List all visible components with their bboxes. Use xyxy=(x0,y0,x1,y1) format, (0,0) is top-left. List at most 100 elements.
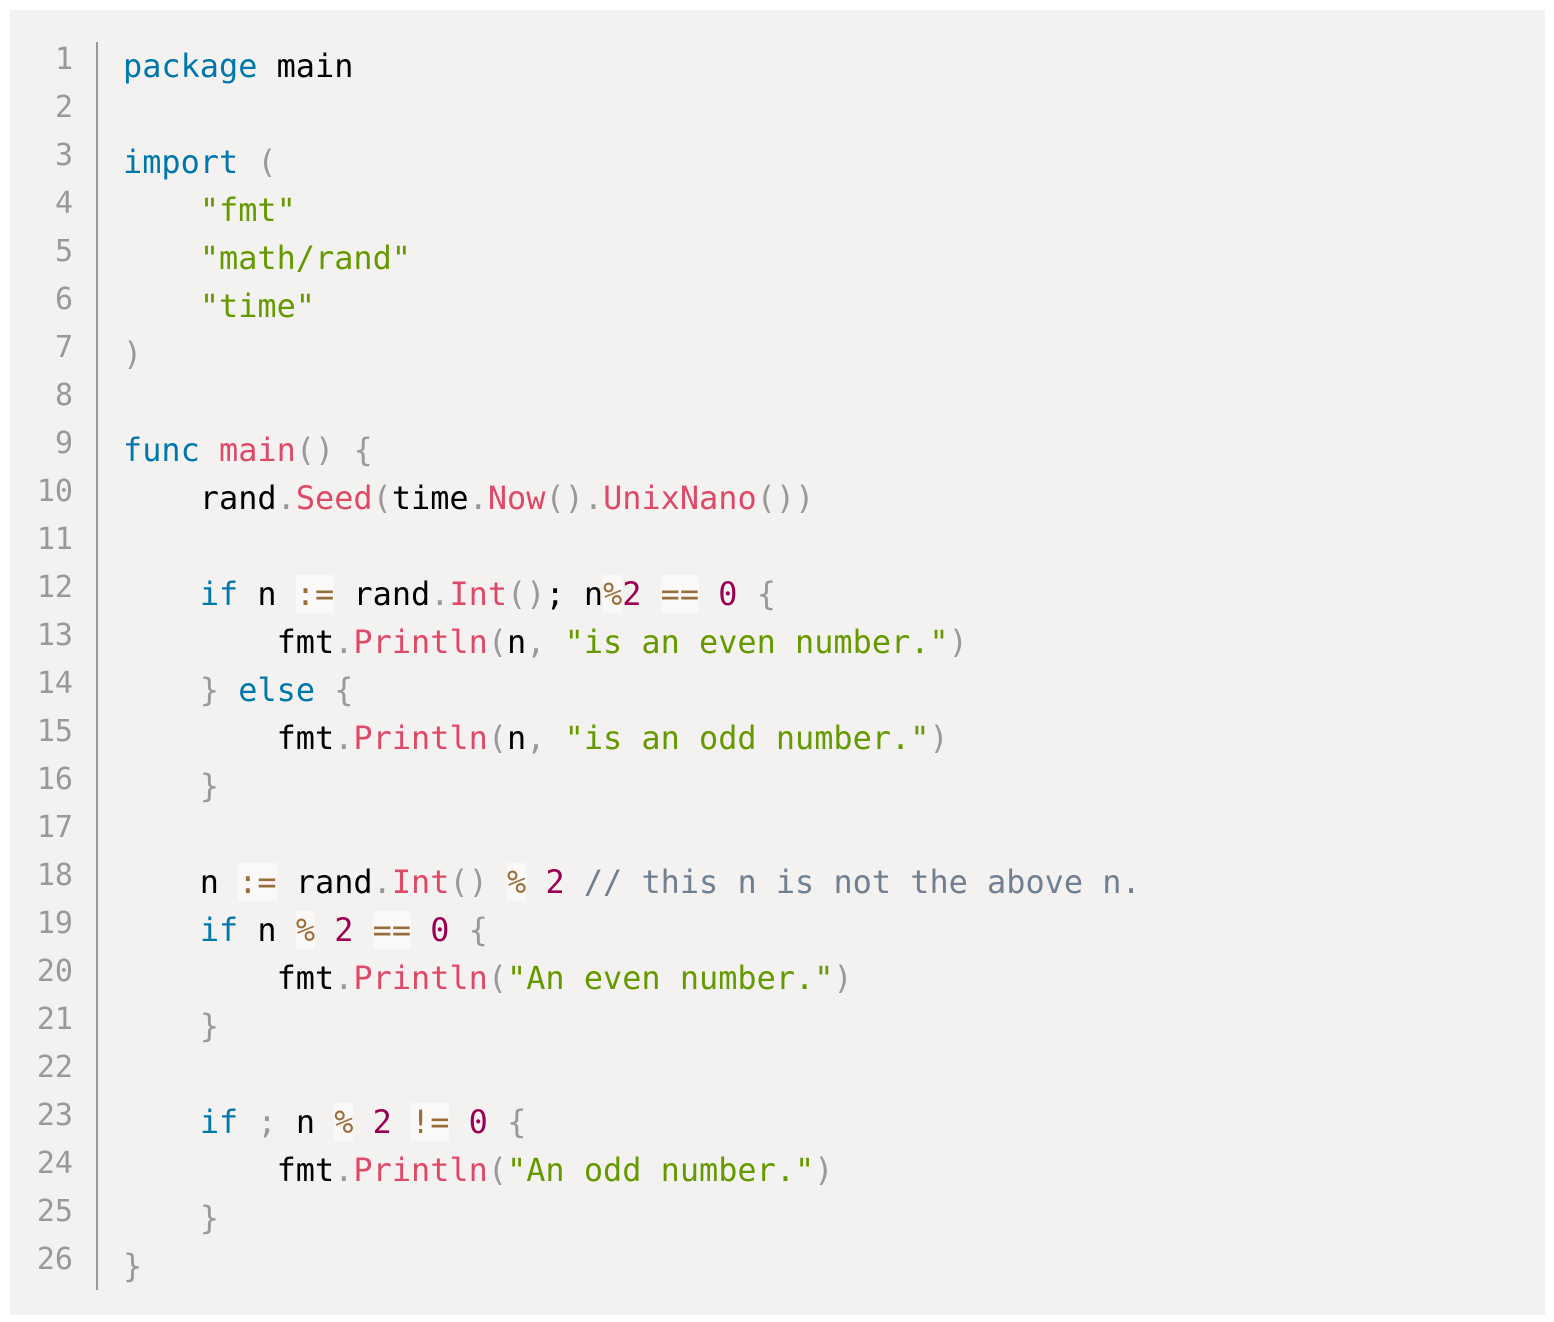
token-punctuation: . xyxy=(334,1151,354,1189)
token-plain xyxy=(123,1199,200,1237)
token-plain: time xyxy=(391,479,469,517)
code-line: "math/rand" xyxy=(123,234,1141,282)
token-punctuation: { xyxy=(507,1103,527,1141)
token-plain xyxy=(526,863,545,901)
token-punctuation: ( xyxy=(487,959,508,997)
code-line: } xyxy=(123,1242,1141,1290)
token-number: 2 xyxy=(622,575,642,613)
line-number: 13 xyxy=(36,618,73,653)
line-number: 10 xyxy=(36,474,73,509)
line-number: 1 xyxy=(54,42,73,77)
token-function: Seed xyxy=(295,479,373,517)
code-line xyxy=(123,522,1141,570)
token-plain: rand xyxy=(334,575,431,613)
token-punctuation: ( xyxy=(487,719,508,757)
token-plain: fmt xyxy=(123,623,335,661)
code-line xyxy=(123,810,1141,858)
token-plain: n xyxy=(507,719,527,757)
token-keyword: if xyxy=(199,911,239,949)
code-line: ) xyxy=(123,330,1141,378)
token-punctuation: ) xyxy=(948,623,968,661)
token-punctuation: . xyxy=(276,479,296,517)
token-number: 2 xyxy=(372,1103,392,1141)
token-plain xyxy=(353,911,372,949)
code-line: import ( xyxy=(123,138,1141,186)
line-number: 19 xyxy=(36,906,73,941)
token-plain xyxy=(123,1103,200,1141)
token-number: 0 xyxy=(468,1103,488,1141)
code-line: if ; n % 2 != 0 { xyxy=(123,1098,1141,1146)
token-plain xyxy=(449,911,468,949)
token-punctuation: } xyxy=(199,1199,220,1237)
token-plain xyxy=(123,287,200,325)
token-function: Now xyxy=(487,479,546,517)
token-punctuation: ) xyxy=(929,719,949,757)
code-line xyxy=(123,378,1141,426)
token-punctuation: } xyxy=(199,1007,220,1045)
token-punctuation: . xyxy=(372,863,392,901)
token-plain xyxy=(334,431,353,469)
line-number: 18 xyxy=(36,858,73,893)
token-plain: n xyxy=(507,623,527,661)
code-line: } xyxy=(123,1002,1141,1050)
token-punctuation: . xyxy=(334,959,354,997)
token-plain: rand xyxy=(123,479,277,517)
token-punctuation: ( xyxy=(257,143,277,181)
line-number: 7 xyxy=(54,330,73,365)
token-punctuation: } xyxy=(123,1247,143,1285)
token-comment: // this n is not the above n. xyxy=(583,863,1141,901)
line-number: 17 xyxy=(36,810,73,845)
token-string: "An odd number." xyxy=(507,1151,815,1189)
token-plain xyxy=(123,671,200,709)
token-plain: rand xyxy=(276,863,373,901)
token-punctuation: () xyxy=(295,431,335,469)
token-keyword: else xyxy=(238,671,316,709)
code-line xyxy=(123,1050,1141,1098)
line-number: 6 xyxy=(54,282,73,317)
token-punctuation: , xyxy=(526,719,546,757)
token-plain xyxy=(123,911,200,949)
token-punctuation: ( xyxy=(487,623,508,661)
token-punctuation: ; xyxy=(257,1103,277,1141)
token-function: Println xyxy=(353,719,488,757)
token-function: UnixNano xyxy=(603,479,757,517)
token-plain: fmt xyxy=(123,959,335,997)
token-string: "fmt" xyxy=(199,191,296,229)
line-number: 23 xyxy=(36,1098,73,1133)
token-plain: n xyxy=(238,911,296,949)
token-operator: % xyxy=(507,863,527,901)
token-plain xyxy=(219,671,238,709)
token-plain xyxy=(315,911,334,949)
token-operator: % xyxy=(603,575,623,613)
token-punctuation: ( xyxy=(487,1151,508,1189)
token-plain: fmt xyxy=(123,719,335,757)
token-plain xyxy=(123,1007,200,1045)
code-line: package main xyxy=(123,42,1141,90)
token-function: Println xyxy=(353,959,488,997)
line-number: 12 xyxy=(36,570,73,605)
token-operator: == xyxy=(372,911,412,949)
token-plain xyxy=(411,911,430,949)
token-punctuation: ) xyxy=(123,335,143,373)
token-punctuation: . xyxy=(430,575,450,613)
code-line: fmt.Println(n, "is an odd number.") xyxy=(123,714,1141,762)
line-number: 14 xyxy=(36,666,73,701)
token-string: "is an odd number." xyxy=(564,719,930,757)
token-number: 0 xyxy=(718,575,738,613)
token-keyword: if xyxy=(199,575,239,613)
line-number: 22 xyxy=(36,1050,73,1085)
token-plain xyxy=(737,575,756,613)
token-function: Int xyxy=(449,575,508,613)
line-number: 2 xyxy=(54,90,73,125)
token-plain xyxy=(200,431,219,469)
token-plain xyxy=(353,1103,372,1141)
token-punctuation: } xyxy=(199,767,220,805)
code-line: "time" xyxy=(123,282,1141,330)
token-punctuation: . xyxy=(334,623,354,661)
token-punctuation: , xyxy=(526,623,546,661)
token-string: "math/rand" xyxy=(199,239,412,277)
token-plain: ; n xyxy=(545,575,604,613)
code-line: func main() { xyxy=(123,426,1141,474)
line-number: 25 xyxy=(36,1194,73,1229)
